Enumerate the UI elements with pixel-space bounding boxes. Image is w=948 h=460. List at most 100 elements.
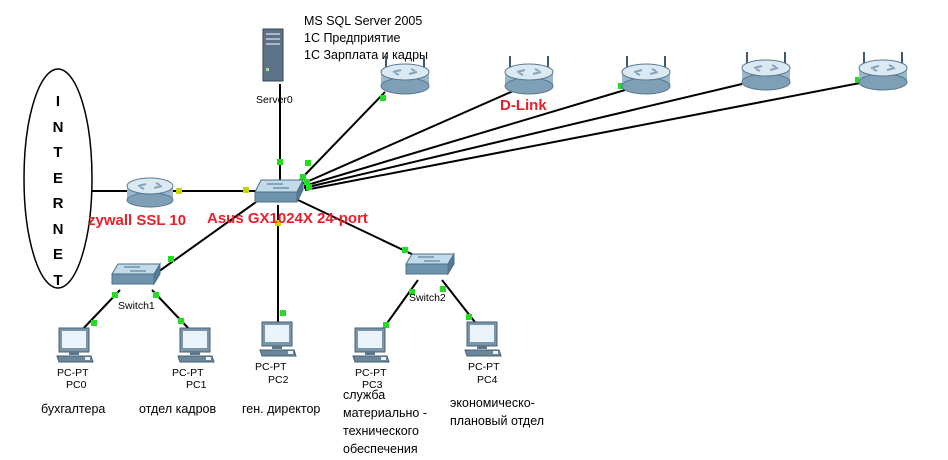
internet-letter: R xyxy=(52,195,64,212)
switch-icon xyxy=(405,252,455,276)
switch-icon xyxy=(111,262,161,286)
port-indicator xyxy=(440,286,446,292)
switch-icon xyxy=(254,179,304,203)
server0-node[interactable] xyxy=(262,28,284,87)
link-core-ap5 xyxy=(304,82,861,191)
port-indicator xyxy=(91,320,97,326)
server-info-line: 1С Предприятие xyxy=(304,31,401,45)
wireless-label: D-Link xyxy=(500,97,547,114)
pc-description-line: материально - xyxy=(343,406,427,420)
internet-letter: E xyxy=(52,246,63,263)
pc4-description: экономическо- плановый отдел xyxy=(450,394,544,430)
pc-description-line: ген. директор xyxy=(242,402,321,416)
port-indicator xyxy=(168,256,174,262)
pc-icon xyxy=(464,321,502,357)
pc4-name-label: PC4 xyxy=(477,374,498,386)
pc3-description: служба материально - технического обеспе… xyxy=(343,386,427,458)
server-info-line: MS SQL Server 2005 xyxy=(304,14,423,28)
pc3-name-label: PC3 xyxy=(362,379,383,391)
internet-ellipse-icon xyxy=(23,68,93,289)
pc3-node[interactable] xyxy=(351,326,391,371)
wireless-router-icon xyxy=(504,56,554,95)
port-indicator xyxy=(306,184,312,190)
server-info: MS SQL Server 2005 1С Предприятие 1С Зар… xyxy=(304,13,428,64)
switch1-name-label: Switch1 xyxy=(118,300,155,312)
pc4-node[interactable] xyxy=(463,320,503,365)
server-icon xyxy=(262,28,284,82)
pc4-type-label: PC-PT xyxy=(468,361,500,373)
pc-description-line: служба xyxy=(343,388,386,402)
pc-description-line: плановый отдел xyxy=(450,414,545,428)
pc2-description: ген. директор xyxy=(242,400,320,418)
pc2-node[interactable] xyxy=(258,320,298,365)
wireless-router-icon xyxy=(741,52,791,91)
wireless-ap-4[interactable] xyxy=(741,50,791,99)
port-indicator xyxy=(409,289,415,295)
firewall-router-node[interactable] xyxy=(126,176,174,213)
pc2-type-label: PC-PT xyxy=(255,361,287,373)
port-indicator xyxy=(176,188,182,194)
internet-letter: T xyxy=(53,144,63,161)
port-indicator xyxy=(402,247,408,253)
internet-cloud[interactable]: I N T E R N E T xyxy=(22,67,94,290)
pc2-name-label: PC2 xyxy=(268,374,289,386)
pc1-node[interactable] xyxy=(176,326,216,371)
wireless-ap-3[interactable] xyxy=(621,54,671,103)
port-indicator xyxy=(383,322,389,328)
pc-description-line: экономическо- xyxy=(450,396,535,410)
internet-letter: T xyxy=(53,271,63,289)
port-indicator xyxy=(305,160,311,166)
pc0-type-label: PC-PT xyxy=(57,367,89,379)
link-core-switch2 xyxy=(297,199,421,259)
wireless-router-icon xyxy=(858,52,908,91)
port-indicator xyxy=(618,83,624,89)
pc0-node[interactable] xyxy=(55,326,95,371)
internet-letter: N xyxy=(52,220,64,238)
internet-letter: E xyxy=(52,169,63,187)
pc-icon xyxy=(177,327,215,363)
port-indicator xyxy=(280,310,286,316)
core-switch-node[interactable] xyxy=(253,178,305,211)
pc-description-line: технического xyxy=(343,424,419,438)
pc1-description: отдел кадров xyxy=(139,400,216,418)
port-indicator xyxy=(243,187,249,193)
port-indicator xyxy=(112,292,118,298)
link-core-ap4 xyxy=(303,83,743,189)
link-core-ap1 xyxy=(299,91,386,181)
switch2-name-label: Switch2 xyxy=(409,292,446,304)
pc-icon xyxy=(56,327,94,363)
port-indicators xyxy=(91,76,861,328)
wireless-ap-1[interactable] xyxy=(380,54,430,103)
pc-description-line: отдел кадров xyxy=(139,402,217,416)
port-indicator xyxy=(304,179,310,185)
link-core-ap2 xyxy=(301,87,521,185)
core-switch-label: Asus GX1024X 24-port xyxy=(207,210,368,227)
link-core-ap3 xyxy=(303,89,626,187)
pc0-description: бухгалтера xyxy=(41,400,105,418)
pc1-name-label: PC1 xyxy=(186,379,207,391)
switch1-node[interactable] xyxy=(110,262,162,293)
port-indicator xyxy=(275,220,281,226)
internet-letter: N xyxy=(52,118,64,136)
pc0-name-label: PC0 xyxy=(66,379,87,391)
wireless-ap-2[interactable] xyxy=(504,54,554,103)
wireless-ap-5[interactable] xyxy=(858,50,908,99)
port-indicator xyxy=(300,174,306,180)
router-icon xyxy=(126,177,174,208)
link-core-switch1 xyxy=(157,201,257,273)
port-indicator xyxy=(153,292,159,298)
port-indicator xyxy=(380,95,386,101)
pc-icon xyxy=(259,321,297,357)
pc-description-line: обеспечения xyxy=(343,442,418,456)
port-indicator xyxy=(855,77,861,83)
port-indicator xyxy=(178,318,184,324)
wireless-router-icon xyxy=(621,56,671,95)
pc3-type-label: PC-PT xyxy=(355,367,387,379)
firewall-label: zywall SSL 10 xyxy=(88,212,187,229)
switch2-node[interactable] xyxy=(404,252,456,283)
port-indicator xyxy=(466,314,472,320)
wireless-router-icon xyxy=(380,56,430,95)
pc1-type-label: PC-PT xyxy=(172,367,204,379)
